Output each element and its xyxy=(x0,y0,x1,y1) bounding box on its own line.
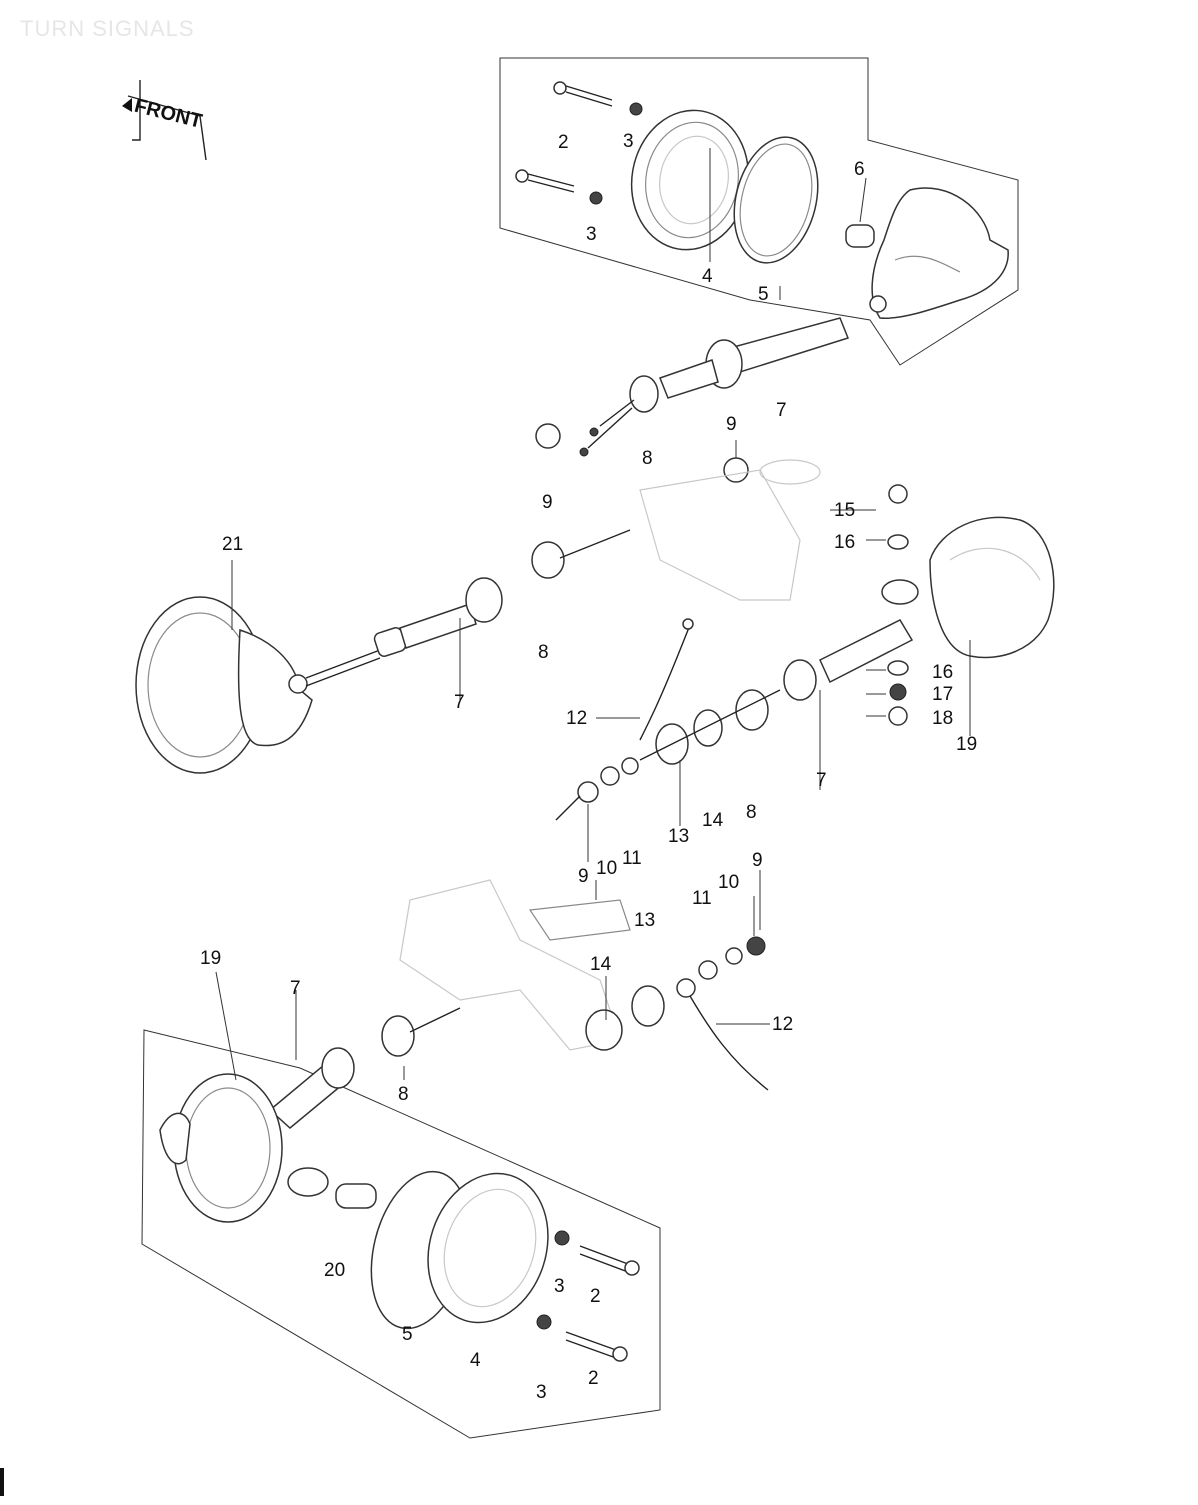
callout-9-top-left: 9 xyxy=(542,492,553,513)
callout-8-lower: 8 xyxy=(398,1084,409,1105)
callout-4-top: 4 xyxy=(702,266,713,287)
nut-9-left xyxy=(535,423,561,449)
callout-13-lower: 13 xyxy=(634,910,655,931)
callout-17: 17 xyxy=(932,684,953,705)
callout-16-lower: 16 xyxy=(932,662,953,683)
stem-7-top xyxy=(579,317,849,457)
callout-3-bottom-b: 3 xyxy=(536,1382,547,1403)
washer-16-lower xyxy=(887,660,909,676)
callout-2-bottom-b: 2 xyxy=(588,1368,599,1389)
page-title: TURN SIGNALS xyxy=(20,16,195,41)
washer-16-upper xyxy=(887,534,909,550)
callout-4-bottom: 4 xyxy=(470,1350,481,1371)
callout-3-top-lower: 3 xyxy=(586,224,597,245)
bulb-20 xyxy=(287,1167,377,1209)
callout-9-lower-right: 9 xyxy=(752,850,763,871)
gasket-5-top xyxy=(733,136,819,264)
stem-7-left xyxy=(373,529,631,657)
stem-7-lower xyxy=(268,1007,461,1129)
callout-labels: 2 3 3 4 5 6 7 9 8 9 15 16 21 8 7 12 16 1… xyxy=(200,131,977,1403)
screw-2-lower-b xyxy=(565,1331,628,1362)
callout-7-lower: 7 xyxy=(290,978,301,999)
callout-9-middle: 9 xyxy=(578,866,589,887)
callout-21: 21 xyxy=(222,534,243,555)
nut-9-lower xyxy=(746,936,766,956)
callout-3-bottom-a: 3 xyxy=(554,1276,565,1297)
lamp-19-right xyxy=(783,516,1055,701)
wire-12-upper xyxy=(639,619,693,741)
front-label: FRONT xyxy=(132,95,204,133)
callout-3-top: 3 xyxy=(623,131,634,152)
callout-7-left: 7 xyxy=(454,692,465,713)
grommet-ghost xyxy=(759,459,821,485)
bulb-6 xyxy=(845,224,875,248)
callout-7-top: 7 xyxy=(776,400,787,421)
lens-4-lower xyxy=(427,1172,549,1324)
callout-2-top: 2 xyxy=(558,132,569,153)
callout-15: 15 xyxy=(834,500,855,521)
screw-2-upper xyxy=(553,81,613,107)
mount-bracket-ghost xyxy=(639,469,801,601)
washer-3-lower-b xyxy=(536,1314,552,1330)
page-edge-mark xyxy=(0,1468,4,1496)
callout-11-middle: 11 xyxy=(622,848,642,869)
callout-8-top: 8 xyxy=(642,448,653,469)
callout-8-right: 8 xyxy=(746,802,757,823)
callout-12-upper: 12 xyxy=(566,708,587,729)
washer-11-lower xyxy=(698,960,718,980)
callout-18: 18 xyxy=(932,708,953,729)
front-direction-marker: FRONT xyxy=(122,80,207,161)
leader-lines xyxy=(215,148,971,1081)
callout-14-lower: 14 xyxy=(590,954,612,975)
callout-12-lower: 12 xyxy=(772,1014,793,1035)
bracket-13 xyxy=(528,899,631,941)
washer-3-lower xyxy=(589,191,603,205)
cushion-lower xyxy=(631,985,665,1027)
callout-19-left: 19 xyxy=(200,948,221,969)
callout-5-top: 5 xyxy=(758,284,769,305)
callout-2-bottom-a: 2 xyxy=(590,1286,601,1307)
lamp-housing-top xyxy=(869,187,1009,320)
grommet-14-lower xyxy=(585,1009,623,1051)
screw-2-lower-a xyxy=(579,1245,640,1276)
callout-7-right: 7 xyxy=(816,770,827,791)
lamp-housing-19-lower xyxy=(159,1073,283,1223)
callout-20: 20 xyxy=(324,1260,345,1281)
callout-13-upper: 13 xyxy=(668,826,689,847)
top-lamp-assembly xyxy=(499,57,1019,366)
washer-3-upper xyxy=(629,102,643,116)
callout-10-lower-right: 10 xyxy=(718,872,739,893)
washer-17 xyxy=(889,683,907,701)
washer-3-lower-a xyxy=(554,1230,570,1246)
callout-8-left: 8 xyxy=(538,642,549,663)
callout-10-middle: 10 xyxy=(596,858,617,879)
nut-9-right xyxy=(723,457,749,483)
callout-6: 6 xyxy=(854,159,865,180)
callout-9-top-right: 9 xyxy=(726,414,737,435)
callout-11-lower-right: 11 xyxy=(692,888,712,909)
screw-2-lower xyxy=(515,169,575,193)
washer-10-lower xyxy=(725,947,743,965)
wire-12-lower xyxy=(676,978,769,1091)
bottom-lamp-assembly xyxy=(141,1007,661,1439)
callout-14-upper: 14 xyxy=(702,810,724,831)
callout-5-bottom: 5 xyxy=(402,1324,413,1345)
callout-16-upper: 16 xyxy=(834,532,855,553)
nut-18 xyxy=(888,706,908,726)
mount-stack-right xyxy=(555,689,781,821)
callout-19-right: 19 xyxy=(956,734,977,755)
screw-15 xyxy=(888,484,908,504)
lamp-21-left xyxy=(135,596,381,774)
